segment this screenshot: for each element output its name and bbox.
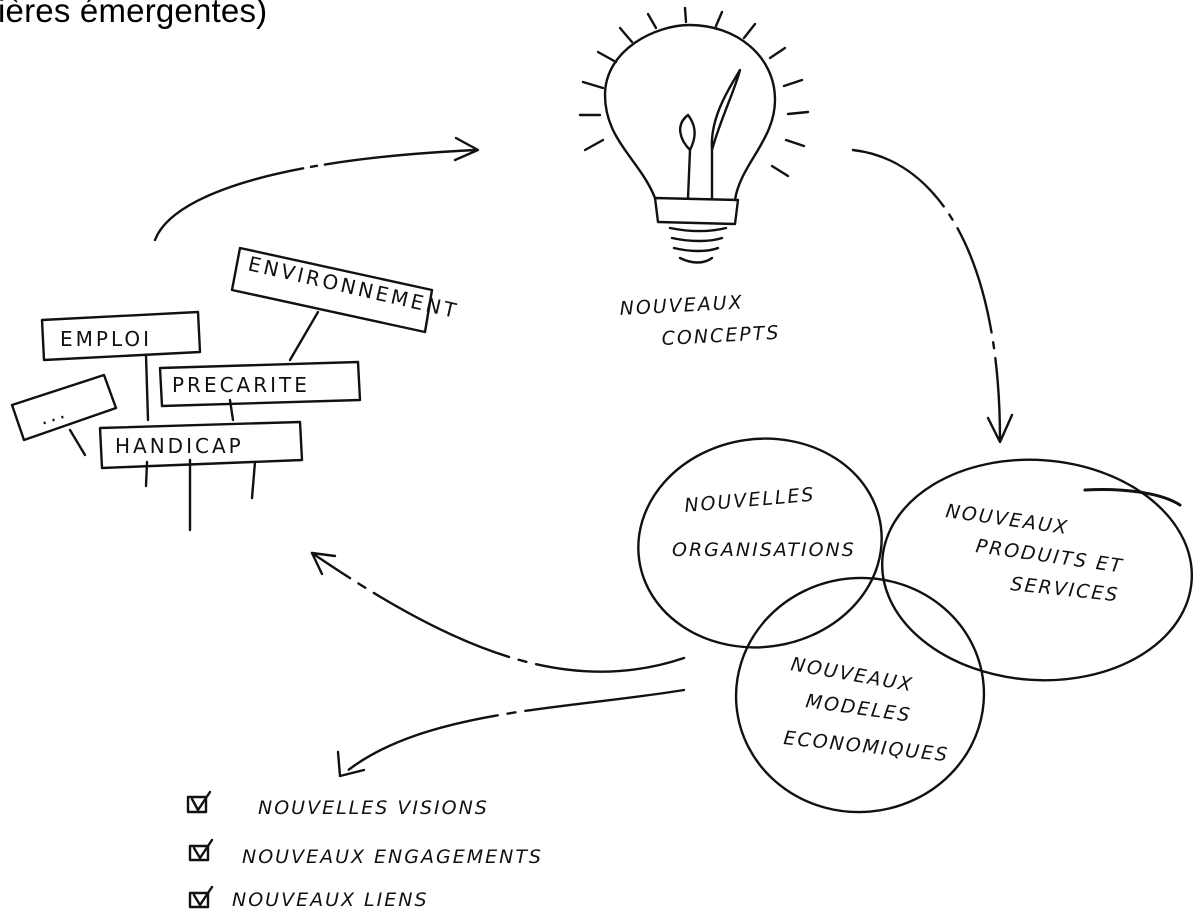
checklist-item-1: NOUVELLES VISIONS bbox=[258, 797, 489, 819]
bulb-caption-line2: CONCEPTS bbox=[661, 322, 781, 350]
venn-modeles-line2: MODELES bbox=[804, 690, 913, 727]
sign-precarite-label: PRECARITE bbox=[172, 373, 310, 397]
checklist-item-2: NOUVEAUX ENGAGEMENTS bbox=[242, 846, 543, 868]
sign-emploi-label: EMPLOI bbox=[60, 327, 152, 351]
sign-environnement bbox=[230, 246, 434, 334]
sign-precarite bbox=[158, 360, 362, 408]
sign-ellipsis bbox=[10, 373, 118, 442]
lightbulb-icon bbox=[578, 6, 810, 264]
checkbox-checked-icon bbox=[186, 790, 214, 909]
page-title: ières émergentes) bbox=[0, 0, 268, 29]
signposts bbox=[10, 246, 434, 532]
venn-produits-line1: NOUVEAUX bbox=[944, 500, 1070, 539]
sign-handicap-label: HANDICAP bbox=[115, 434, 244, 458]
sign-handicap bbox=[98, 420, 304, 470]
sign-environnement-label: ENVIRONNEMENT bbox=[246, 251, 461, 323]
venn-organisations-line2: ORGANISATIONS bbox=[672, 539, 856, 561]
venn-diagram bbox=[637, 437, 1194, 814]
venn-produits-line3: SERVICES bbox=[1009, 573, 1120, 606]
venn-organisations-line1: NOUVELLES bbox=[684, 484, 817, 517]
bulb-caption-line1: NOUVEAUX bbox=[619, 292, 744, 320]
venn-produits-line2: PRODUITS ET bbox=[974, 535, 1125, 578]
cycle-arrows bbox=[153, 136, 1014, 778]
sign-emploi bbox=[40, 310, 202, 362]
venn-modeles-line3: ECONOMIQUES bbox=[782, 727, 950, 766]
checklist-item-3: NOUVEAUX LIENS bbox=[232, 889, 429, 911]
